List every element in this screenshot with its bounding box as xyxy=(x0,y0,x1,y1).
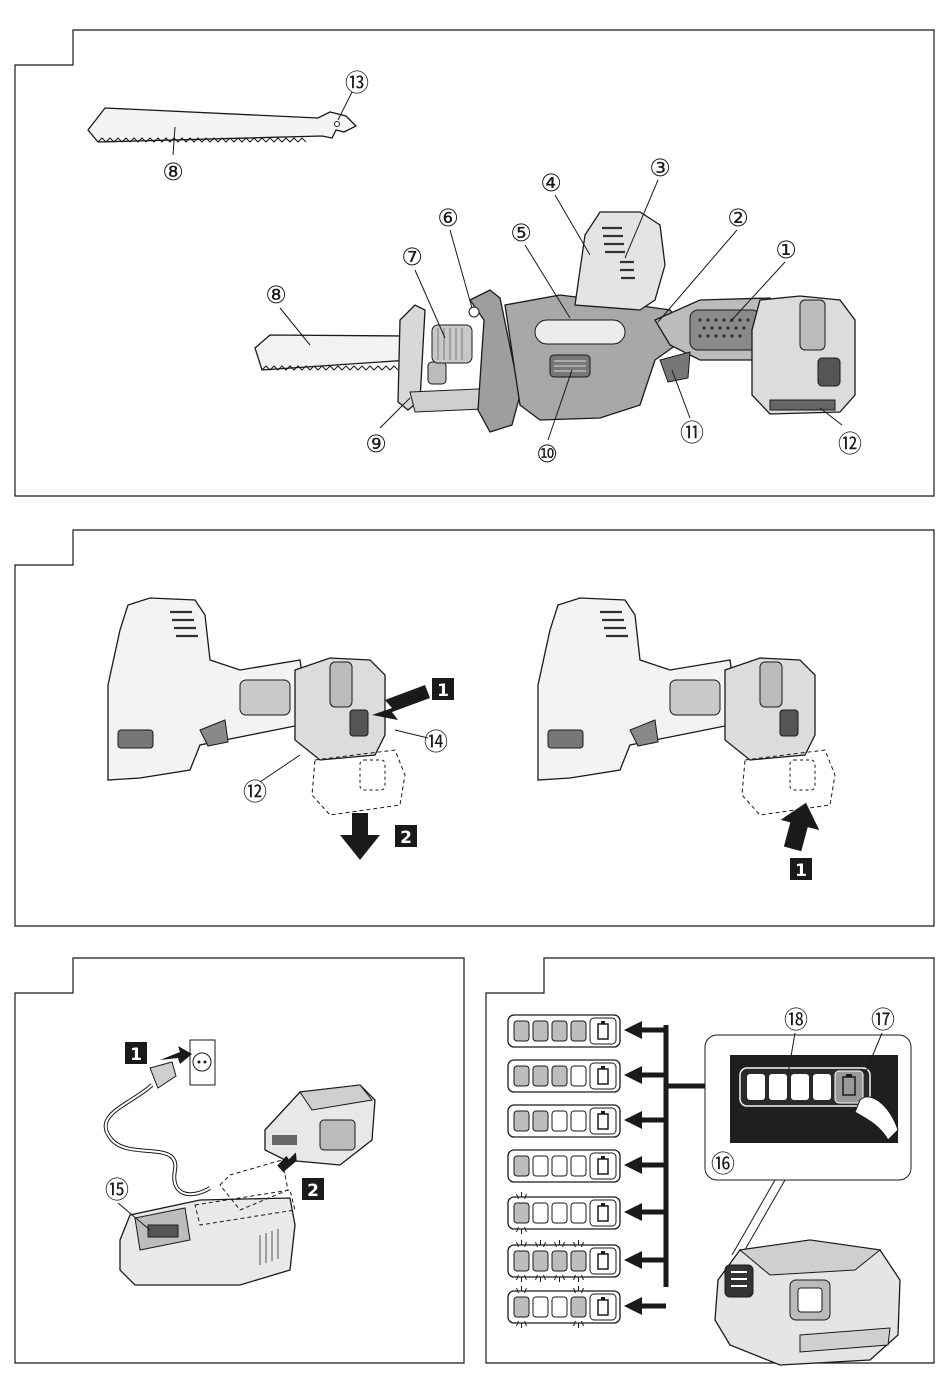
callout-1: ① xyxy=(775,236,797,264)
figure-3-svg: 1 2 ⑮ xyxy=(0,950,470,1383)
arrow-left xyxy=(624,1297,642,1315)
arrow-left xyxy=(624,1111,642,1129)
indicator-segment xyxy=(514,1111,529,1131)
indicator-rows xyxy=(508,1015,666,1328)
callout-2: ② xyxy=(727,204,749,232)
power-plug xyxy=(150,1062,176,1088)
indicator-row xyxy=(508,1192,666,1234)
reciprocating-saw xyxy=(255,212,855,432)
saw-blade-loose xyxy=(88,92,356,155)
indicator-segment xyxy=(571,1251,586,1271)
indicator-segment xyxy=(514,1021,529,1041)
indicator-row xyxy=(508,1015,666,1047)
battery-charger xyxy=(120,1190,295,1285)
indicator-row xyxy=(508,1150,666,1182)
callout-5: ⑤ xyxy=(510,219,532,247)
callout-16: ⑯ xyxy=(711,1150,735,1178)
indicator-segment xyxy=(552,1156,567,1176)
figure-4-charge-indicator: ⑱ ⑰ ⑯ xyxy=(470,950,950,1383)
indicator-segment xyxy=(552,1251,567,1271)
step-2-charger: 2 xyxy=(307,1181,319,1201)
indicator-segment xyxy=(552,1297,567,1317)
callout-14: ⑭ xyxy=(424,728,448,756)
indicator-segment xyxy=(533,1203,548,1223)
indicator-segment xyxy=(533,1156,548,1176)
indicator-segment xyxy=(571,1021,586,1041)
indicator-segment xyxy=(514,1156,529,1176)
indicator-row xyxy=(508,1105,666,1137)
indicator-segment xyxy=(571,1297,586,1317)
indicator-segment xyxy=(533,1066,548,1086)
indicator-segment xyxy=(533,1251,548,1271)
callout-9: ⑨ xyxy=(365,430,387,458)
callout-18: ⑱ xyxy=(784,1006,808,1034)
indicator-segment xyxy=(552,1203,567,1223)
figure-4-svg: ⑱ ⑰ ⑯ xyxy=(470,950,950,1383)
figure-3-charging: 1 2 ⑮ xyxy=(0,950,470,1383)
callout-8-blade: ⑧ xyxy=(162,158,184,186)
indicator-segment xyxy=(552,1066,567,1086)
indicator-segment xyxy=(514,1251,529,1271)
saw-rear-inserting-battery xyxy=(538,598,835,815)
callout-7: ⑦ xyxy=(401,243,423,271)
callout-15: ⑮ xyxy=(105,1176,129,1204)
figure-2-battery-attach: 1 2 ⑭ ⑫ 1 xyxy=(0,520,950,930)
arrow-left xyxy=(624,1251,642,1269)
indicator-segment xyxy=(571,1111,586,1131)
battery-pack-indicator xyxy=(715,1240,900,1365)
figure-1-svg: ① ② ③ ④ ⑤ ⑥ ⑦ ⑧ ⑧ ⑨ ⑩ ⑪ ⑫ ⑬ xyxy=(0,0,950,500)
indicator-segment xyxy=(571,1156,586,1176)
arrow-pull-down xyxy=(340,813,380,860)
step-2-left: 2 xyxy=(400,828,412,848)
indicator-segment xyxy=(533,1111,548,1131)
step-1-charger: 1 xyxy=(130,1045,142,1065)
callout-3: ③ xyxy=(649,154,671,182)
step-1-left: 1 xyxy=(437,681,449,701)
callout-8: ⑧ xyxy=(265,281,287,309)
step-1-right: 1 xyxy=(795,861,807,881)
indicator-row xyxy=(508,1286,666,1328)
indicator-segment xyxy=(514,1203,529,1223)
indicator-segment xyxy=(514,1297,529,1317)
callout-17: ⑰ xyxy=(871,1006,895,1034)
callout-12-fig2: ⑫ xyxy=(243,778,267,806)
callout-11: ⑪ xyxy=(680,419,704,447)
callout-6: ⑥ xyxy=(437,204,459,232)
indicator-segment xyxy=(552,1021,567,1041)
indicator-segment xyxy=(514,1066,529,1086)
indicator-row xyxy=(508,1240,666,1282)
callout-13: ⑬ xyxy=(345,69,369,97)
indicator-segment xyxy=(552,1111,567,1131)
callout-12: ⑫ xyxy=(838,430,862,458)
indicator-segment xyxy=(571,1066,586,1086)
battery-pack xyxy=(265,1085,375,1165)
arrow-push-up xyxy=(774,798,825,855)
indicator-segment xyxy=(533,1297,548,1317)
indicator-segment xyxy=(533,1021,548,1041)
indicator-row xyxy=(508,1060,666,1092)
callout-4: ④ xyxy=(540,169,562,197)
callout-10: ⑩ xyxy=(536,440,558,468)
arrow-left xyxy=(624,1156,642,1174)
arrow-left xyxy=(624,1066,642,1084)
arrow-left xyxy=(624,1021,642,1039)
arrow-left xyxy=(624,1203,642,1221)
figure-2-svg: 1 2 ⑭ ⑫ 1 xyxy=(0,520,950,930)
indicator-segment xyxy=(571,1203,586,1223)
figure-1-tool-overview: ① ② ③ ④ ⑤ ⑥ ⑦ ⑧ ⑧ ⑨ ⑩ ⑪ ⑫ ⑬ xyxy=(0,0,950,500)
